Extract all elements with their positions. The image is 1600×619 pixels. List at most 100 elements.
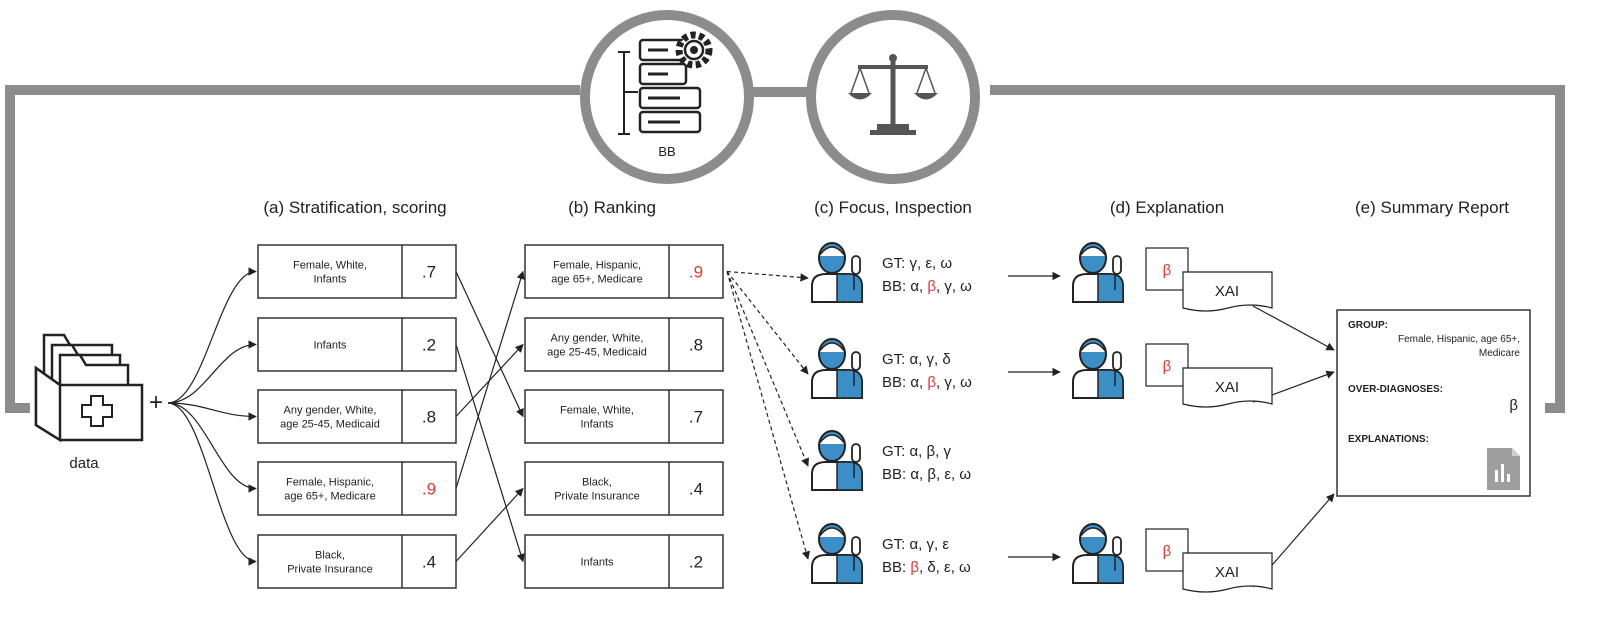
xai-label: XAI bbox=[1215, 283, 1239, 300]
ranking-row: Female, Hispanic, age 65+, Medicare .9 bbox=[524, 244, 724, 299]
ranking-row: Female, White, Infants .7 bbox=[524, 389, 724, 444]
score-value: .8 bbox=[422, 408, 436, 427]
diagnosis-list: , γ, ω bbox=[936, 374, 972, 391]
stratification-row: Female, Hispanic,age 65+, Medicare.9 bbox=[257, 461, 457, 516]
score-value: .4 bbox=[689, 480, 703, 499]
focus-link bbox=[726, 271, 809, 467]
xai-document bbox=[1182, 271, 1273, 312]
inspection-item: GT: α, γ, ε BB: β, δ, ε, ω bbox=[811, 523, 971, 584]
group-label-line: age 65+, Medicare bbox=[284, 491, 375, 503]
report-group-line-2: Medicare bbox=[1479, 348, 1521, 359]
xai-document bbox=[1182, 552, 1273, 593]
fairness-circle bbox=[806, 10, 980, 184]
beta-card: β bbox=[1163, 543, 1172, 560]
focus-link bbox=[726, 271, 809, 375]
server-gear-icon bbox=[618, 31, 713, 135]
clinician-icon bbox=[1072, 338, 1124, 399]
row-box bbox=[257, 534, 457, 589]
report-over-value: β bbox=[1509, 397, 1518, 414]
black-box-text: BB: α, β, γ, ω bbox=[882, 278, 972, 295]
clinician-icon bbox=[811, 523, 863, 584]
balance-scale-icon bbox=[848, 54, 938, 135]
clinician-icon bbox=[1072, 523, 1124, 584]
group-label-line: Female, Hispanic, bbox=[553, 260, 641, 272]
row-box bbox=[524, 317, 724, 372]
score-value: .7 bbox=[422, 263, 436, 282]
report-group-label: GROUP: bbox=[1348, 320, 1388, 331]
score-value: .8 bbox=[689, 336, 703, 355]
group-label-line: Any gender, White, bbox=[551, 333, 644, 345]
report-explanations-label: EXPLANATIONS: bbox=[1348, 434, 1429, 445]
focus-link bbox=[726, 271, 810, 560]
report-group-line-1: Female, Hispanic, age 65+, bbox=[1398, 334, 1520, 345]
group-label-line: Black, bbox=[315, 550, 345, 562]
group-label-line: Private Insurance bbox=[287, 564, 373, 576]
group-label-line: age 25-45, Medicaid bbox=[547, 347, 647, 359]
ranking-arrow bbox=[455, 271, 524, 418]
group-label-line: age 25-45, Medicaid bbox=[280, 419, 380, 431]
group-label-line: age 65+, Medicare bbox=[551, 274, 642, 286]
group-label-line: Infants bbox=[580, 419, 614, 431]
data-arrow bbox=[167, 267, 257, 404]
group-label-line: Black, bbox=[582, 477, 612, 489]
black-box-circle: BB bbox=[580, 10, 754, 184]
data-arrow bbox=[167, 340, 257, 404]
header-stratification: (a) Stratification, scoring bbox=[263, 198, 446, 217]
report-arrow bbox=[1252, 305, 1335, 351]
group-label-line: Infants bbox=[313, 340, 347, 352]
diagnosis-list: BB: α, β, ε, ω bbox=[882, 466, 971, 483]
xai-label: XAI bbox=[1215, 564, 1239, 581]
ranking-arrow bbox=[455, 270, 525, 489]
inspection-item: GT: α, β, γ BB: α, β, ε, ω bbox=[811, 430, 971, 491]
inspection-item: GT: α, γ, δ BB: α, β, γ, ω bbox=[811, 338, 972, 399]
row-box bbox=[257, 244, 457, 299]
black-box-text: BB: α, β, γ, ω bbox=[882, 374, 972, 391]
connector-lines bbox=[167, 267, 1335, 588]
score-value: .9 bbox=[689, 263, 703, 282]
ground-truth-text: GT: γ, ε, ω bbox=[882, 255, 952, 272]
loop-right-segment bbox=[990, 85, 1565, 413]
group-label-line: Infants bbox=[313, 274, 347, 286]
black-box-text: BB: β, δ, ε, ω bbox=[882, 559, 971, 576]
data-arrow bbox=[167, 402, 257, 421]
ground-truth-text: GT: α, γ, δ bbox=[882, 351, 951, 368]
row-box bbox=[524, 534, 724, 589]
beta-card: β bbox=[1163, 262, 1172, 279]
ground-truth-text: GT: α, β, γ bbox=[882, 443, 951, 460]
ranking-arrow bbox=[455, 487, 524, 562]
data-arrow bbox=[167, 402, 257, 566]
ground-truth-text: GT: α, γ, ε bbox=[882, 536, 949, 553]
chart-document-icon bbox=[1487, 448, 1520, 490]
group-label-line: Female, White, bbox=[560, 405, 634, 417]
score-value: .4 bbox=[422, 553, 436, 572]
focus-link bbox=[726, 270, 809, 282]
diagnosis-list: , γ, ω bbox=[936, 278, 972, 295]
stratification-row: Any gender, White,age 25-45, Medicaid.8 bbox=[257, 389, 457, 444]
header-explanation: (d) Explanation bbox=[1110, 198, 1224, 217]
row-box bbox=[524, 461, 724, 516]
xai-document bbox=[1182, 367, 1273, 408]
score-value: .2 bbox=[689, 553, 703, 572]
score-value: .7 bbox=[689, 408, 703, 427]
header-summary: (e) Summary Report bbox=[1355, 198, 1509, 217]
overdiagnosis-label: β bbox=[910, 559, 919, 576]
score-value: .9 bbox=[422, 480, 436, 499]
overdiagnosis-label: β bbox=[927, 374, 936, 391]
header-ranking: (b) Ranking bbox=[568, 198, 656, 217]
ranking-row: Any gender, White, age 25-45, Medicaid .8 bbox=[524, 317, 724, 372]
header-inspection: (c) Focus, Inspection bbox=[814, 198, 972, 217]
stratification-row: Infants .2 bbox=[257, 317, 457, 372]
diagnosis-list: BB: bbox=[882, 559, 910, 576]
xai-label: XAI bbox=[1215, 379, 1239, 396]
group-label-line: Infants bbox=[580, 557, 614, 569]
row-box bbox=[257, 389, 457, 444]
summary-report: GROUP: Female, Hispanic, age 65+, Medica… bbox=[1336, 309, 1531, 497]
group-label-line: Female, White, bbox=[293, 260, 367, 272]
feedback-loop bbox=[5, 85, 1565, 413]
stratification-row: Black, Private Insurance .4 bbox=[257, 534, 457, 589]
clinician-icon bbox=[1072, 242, 1124, 303]
score-value: .2 bbox=[422, 336, 436, 355]
